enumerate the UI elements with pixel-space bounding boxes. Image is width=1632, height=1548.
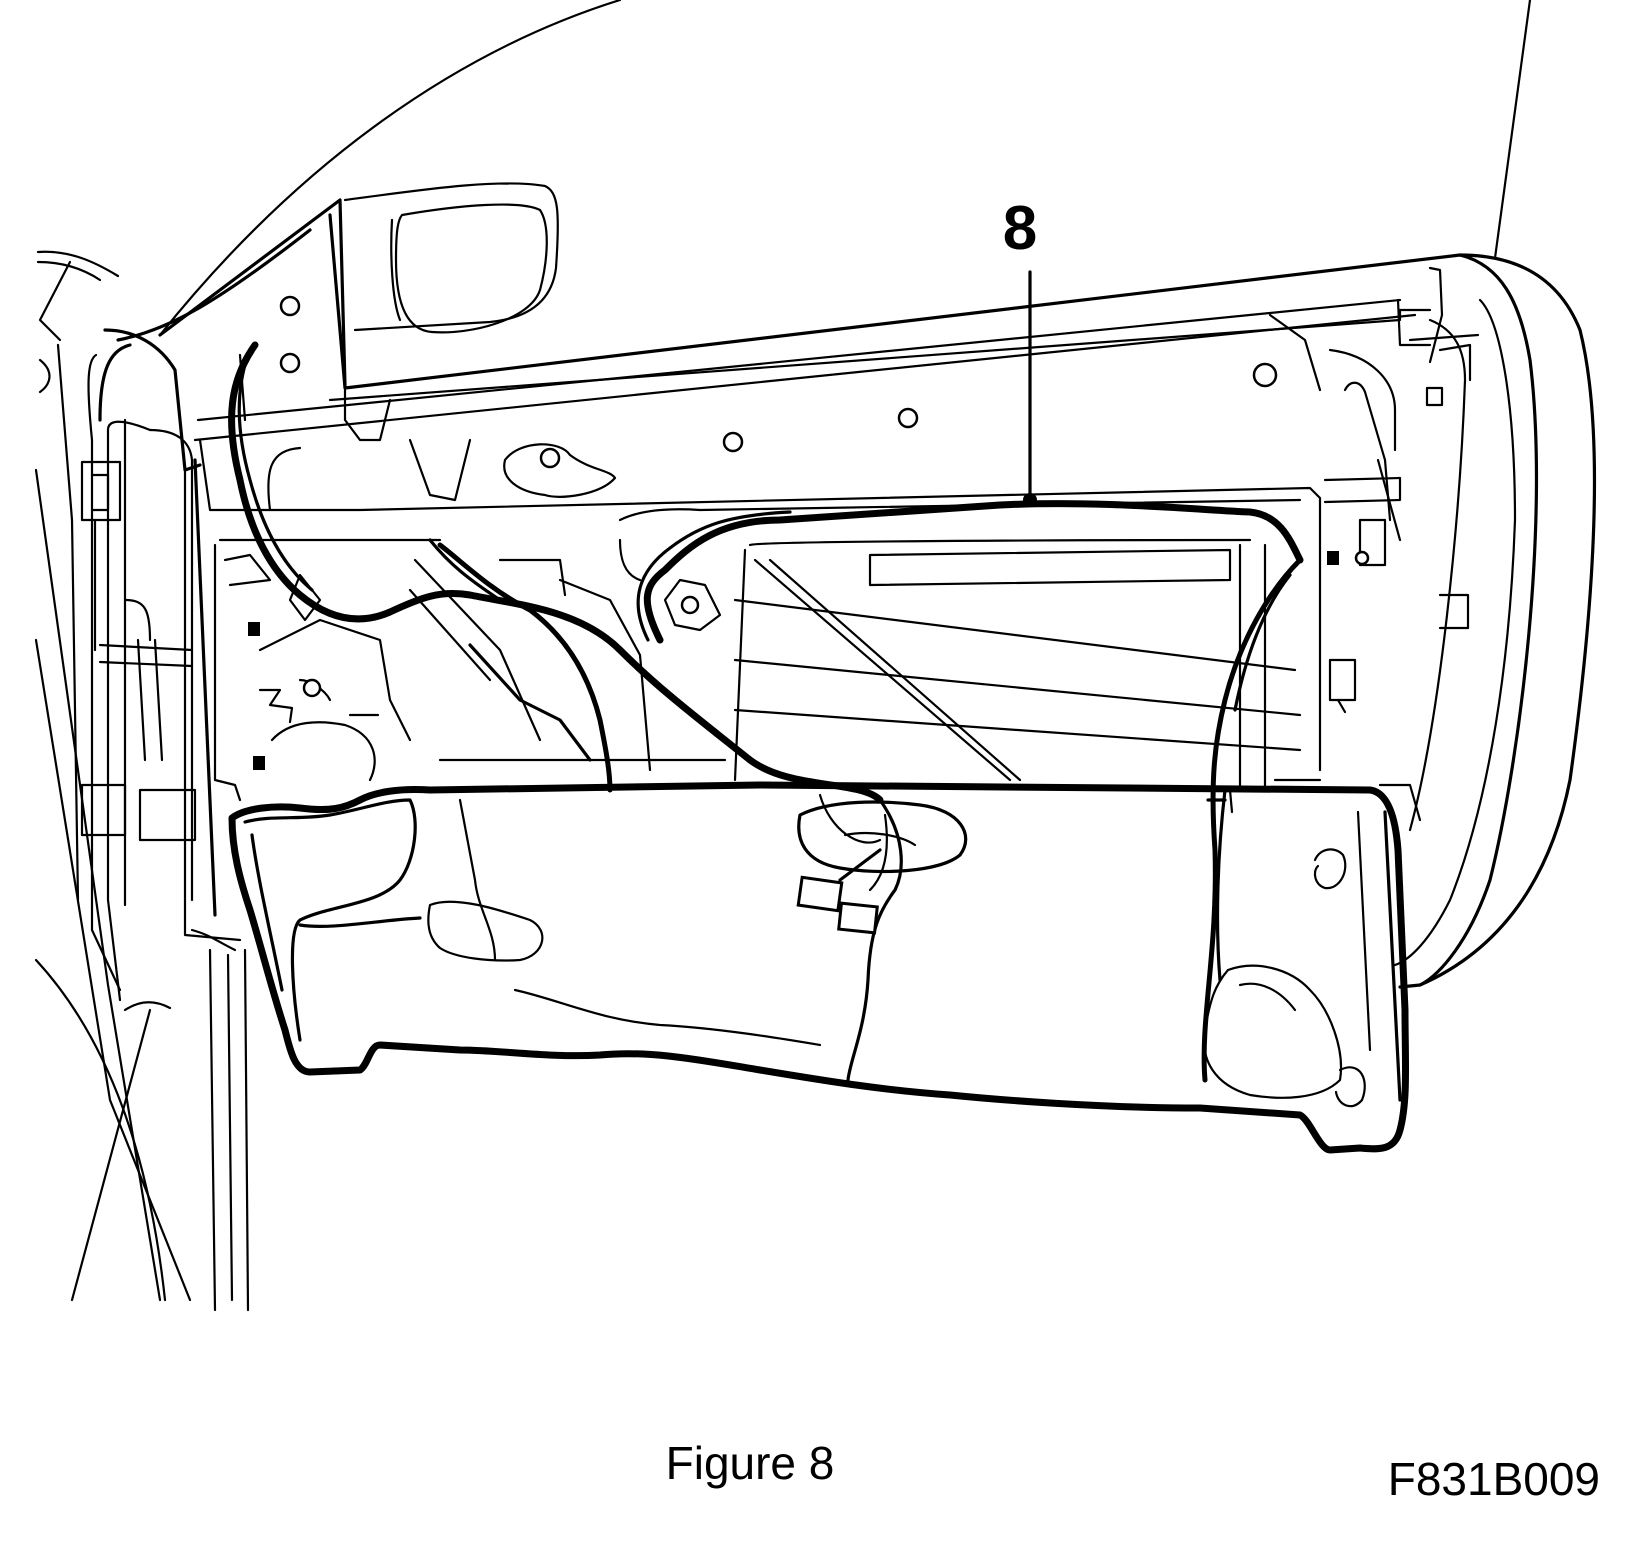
figure-code: F831B009 xyxy=(1387,1453,1600,1505)
clips xyxy=(248,551,1339,770)
water-shield xyxy=(228,781,1410,1154)
fastener-holes xyxy=(279,295,1370,698)
wiring-harness xyxy=(228,341,1304,1083)
figure-caption: Figure 8 xyxy=(665,1437,835,1489)
a-pillar xyxy=(34,250,250,1312)
door-outline xyxy=(103,198,1597,989)
callout-8-leader xyxy=(1023,270,1037,507)
door-window-frame xyxy=(158,0,1532,337)
callout-number: 8 xyxy=(1002,194,1038,263)
inner-panel xyxy=(198,313,1402,802)
